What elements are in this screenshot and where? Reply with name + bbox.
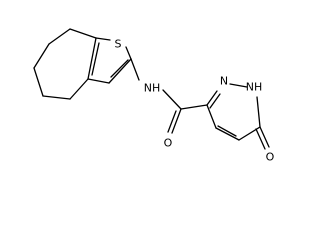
amide-linker	[130, 58, 208, 134]
bond	[259, 126, 270, 148]
bond	[87, 78, 110, 84]
bond	[229, 83, 248, 88]
bond	[162, 89, 182, 110]
molecule-diagram: S NH O N NH O	[33, 28, 275, 164]
bond	[48, 28, 71, 45]
bond	[255, 128, 266, 150]
bond	[130, 58, 140, 81]
bond	[167, 110, 177, 133]
carbonyl-oxygen-label: O	[164, 137, 173, 150]
thiophene-ring	[87, 37, 132, 84]
bond	[256, 96, 261, 128]
bond	[69, 78, 89, 100]
bond	[33, 67, 44, 97]
ring-nitrogen-label: N	[220, 75, 228, 88]
bond	[108, 58, 132, 84]
ring-nh-label: NH	[246, 81, 263, 94]
sulfur-atom-label: S	[115, 38, 122, 51]
bond	[125, 46, 132, 60]
bond	[87, 37, 97, 80]
bond	[206, 104, 217, 129]
bond	[69, 28, 97, 39]
bond	[217, 125, 237, 137]
bond	[238, 126, 261, 141]
cycloheptane-ring	[33, 28, 97, 100]
bond	[95, 37, 111, 41]
ketone-oxygen-label: O	[266, 151, 275, 164]
amide-nh-label: NH	[144, 82, 161, 95]
bond	[91, 42, 100, 76]
bond	[33, 43, 50, 69]
bond	[171, 108, 182, 134]
pyridazinone-ring	[206, 83, 270, 150]
bond	[180, 104, 208, 110]
bond	[206, 90, 218, 106]
bond	[110, 59, 129, 78]
bond	[42, 95, 71, 100]
bond	[215, 127, 240, 141]
bond	[209, 93, 221, 109]
